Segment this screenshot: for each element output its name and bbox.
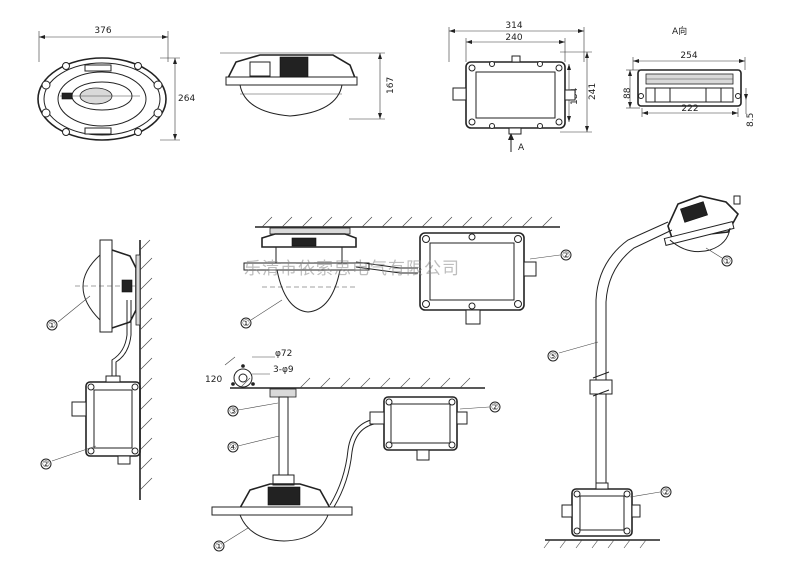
dim-222-label: 222 (681, 104, 698, 114)
lamp-side-view: 167 (220, 52, 396, 120)
junction-box-view-a: A向 254 88 222 8.5 (623, 25, 756, 127)
flange-diameter-label: φ72 (275, 349, 292, 359)
dim-254-label: 254 (680, 51, 697, 61)
callout-4-pendant: ④ (229, 443, 237, 453)
dim-240-label: 240 (505, 33, 522, 43)
callout-2-pendant: ② (491, 403, 499, 413)
bolt-holes-label: 3-φ9 (273, 365, 294, 375)
dim-264-label: 264 (178, 94, 195, 104)
dim-88-label: 88 (623, 87, 633, 99)
callout-3-pendant: ③ (229, 407, 237, 417)
callout-2-ceiling: ② (562, 251, 570, 261)
callout-1-pole: ① (723, 257, 731, 267)
bolt-circle-label: 120 (205, 375, 222, 385)
wall-mount-assembly: ① ② (40, 239, 153, 500)
dim-376-label: 376 (94, 26, 111, 36)
dim-314-label: 314 (505, 21, 522, 31)
dim-167-label: 167 (386, 77, 396, 94)
company-watermark: 乐清市依索思电气有限公司 (244, 259, 460, 279)
view-a-title: A向 (672, 25, 687, 37)
junction-box-front-view: 314 240 184 241 (448, 21, 598, 153)
callout-2-wall: ② (42, 460, 50, 470)
dim-241-label: 241 (588, 83, 598, 100)
callout-2-pole: ② (662, 488, 670, 498)
pendant-mount-assembly: φ72 3-φ9 120 (205, 349, 501, 552)
lamp-top-view: 376 264 (37, 26, 195, 141)
callout-5-pole: ⑤ (549, 352, 557, 362)
callout-1-wall: ① (48, 321, 56, 331)
arrow-a-label: A (518, 143, 525, 153)
callout-1-ceiling: ① (242, 319, 250, 329)
callout-1-pendant: ① (215, 542, 223, 552)
dim-8-5-label: 8.5 (746, 113, 756, 127)
pole-mount-assembly: ① ⑤ ② (543, 195, 741, 549)
ceiling-mount-assembly: ① ② (240, 216, 572, 329)
